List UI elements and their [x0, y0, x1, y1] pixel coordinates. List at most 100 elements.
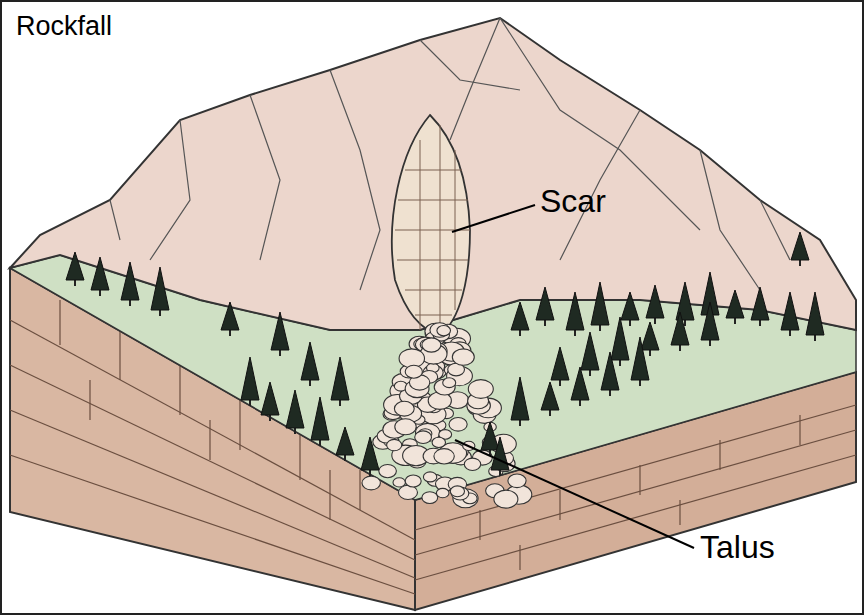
rock [434, 449, 454, 464]
tree-trunk [249, 400, 251, 406]
tree-trunk [639, 380, 641, 386]
tree-trunk [544, 320, 546, 326]
tree-trunk [734, 318, 736, 324]
rock [432, 437, 445, 447]
tree-trunk [519, 330, 521, 336]
tree [621, 292, 639, 320]
tree-trunk [759, 320, 761, 326]
tree [646, 285, 664, 318]
tree-trunk [519, 420, 521, 426]
tree-trunk [619, 360, 621, 366]
rock [415, 431, 432, 444]
tree [361, 437, 379, 470]
rock [508, 474, 526, 488]
tree [91, 257, 109, 290]
tree [726, 290, 744, 318]
tree-trunk [709, 340, 711, 346]
tree-trunk [789, 330, 791, 336]
rock [394, 401, 414, 416]
tree-trunk [279, 350, 281, 356]
rock [423, 472, 436, 482]
tree [601, 352, 619, 390]
tree [541, 382, 559, 410]
tree [536, 287, 554, 320]
rock [362, 476, 380, 490]
part-label: Talus [700, 530, 775, 565]
diagram-title: Rockfall [16, 12, 112, 42]
tree [241, 357, 259, 400]
tree-trunk [269, 415, 271, 421]
tree [311, 397, 329, 440]
tree [641, 322, 659, 350]
rock [422, 338, 441, 352]
tree [781, 292, 799, 330]
tree [261, 382, 279, 415]
rock [464, 458, 480, 470]
rock [437, 326, 451, 336]
tree-trunk [99, 290, 101, 296]
tree [491, 437, 509, 470]
tree [481, 422, 499, 450]
tree-trunk [129, 300, 131, 306]
tree [221, 302, 239, 330]
rock [422, 492, 438, 504]
tree-trunk [559, 380, 561, 386]
tree-trunk [649, 350, 651, 356]
tree [336, 427, 354, 455]
tree [151, 267, 169, 310]
tree-trunk [369, 470, 371, 476]
tree-trunk [654, 318, 656, 324]
tree [566, 292, 584, 330]
rock [387, 439, 402, 450]
tree [751, 287, 769, 320]
tree [551, 347, 569, 380]
tree-trunk [549, 410, 551, 416]
tree [511, 377, 529, 420]
scar [392, 115, 470, 335]
tree-trunk [159, 310, 161, 316]
tree-trunk [579, 400, 581, 406]
tree-trunk [294, 428, 296, 434]
tree [301, 342, 319, 380]
tree [676, 282, 694, 320]
tree [581, 332, 599, 370]
tree-trunk [799, 260, 801, 266]
tree-trunk [629, 320, 631, 326]
rock [468, 380, 493, 399]
tree-trunk [74, 280, 76, 286]
talus-pile [362, 323, 532, 508]
tree-trunk [229, 330, 231, 336]
tree [591, 282, 609, 325]
rock [405, 365, 422, 378]
tree-trunk [574, 330, 576, 336]
rock [405, 475, 421, 487]
tree [791, 232, 809, 260]
rock [379, 465, 397, 478]
tree [701, 302, 719, 340]
tree [611, 317, 629, 360]
trees [66, 232, 824, 476]
rock [443, 378, 456, 388]
rock [393, 478, 405, 487]
tree [671, 312, 689, 345]
tree-trunk [319, 440, 321, 446]
tree [121, 262, 139, 300]
rock [436, 488, 449, 497]
rock [449, 418, 467, 432]
tree [66, 252, 84, 280]
leader-line [455, 440, 694, 548]
tree-trunk [499, 470, 501, 476]
rock [450, 486, 464, 497]
tree-trunk [344, 455, 346, 461]
leader-line [452, 205, 535, 232]
tree-trunk [599, 325, 601, 331]
rock [395, 419, 416, 435]
rock [452, 349, 474, 365]
rock [494, 490, 518, 508]
tree [286, 390, 304, 428]
tree [806, 292, 824, 335]
part-label: Scar [540, 184, 606, 219]
tree [271, 312, 289, 350]
